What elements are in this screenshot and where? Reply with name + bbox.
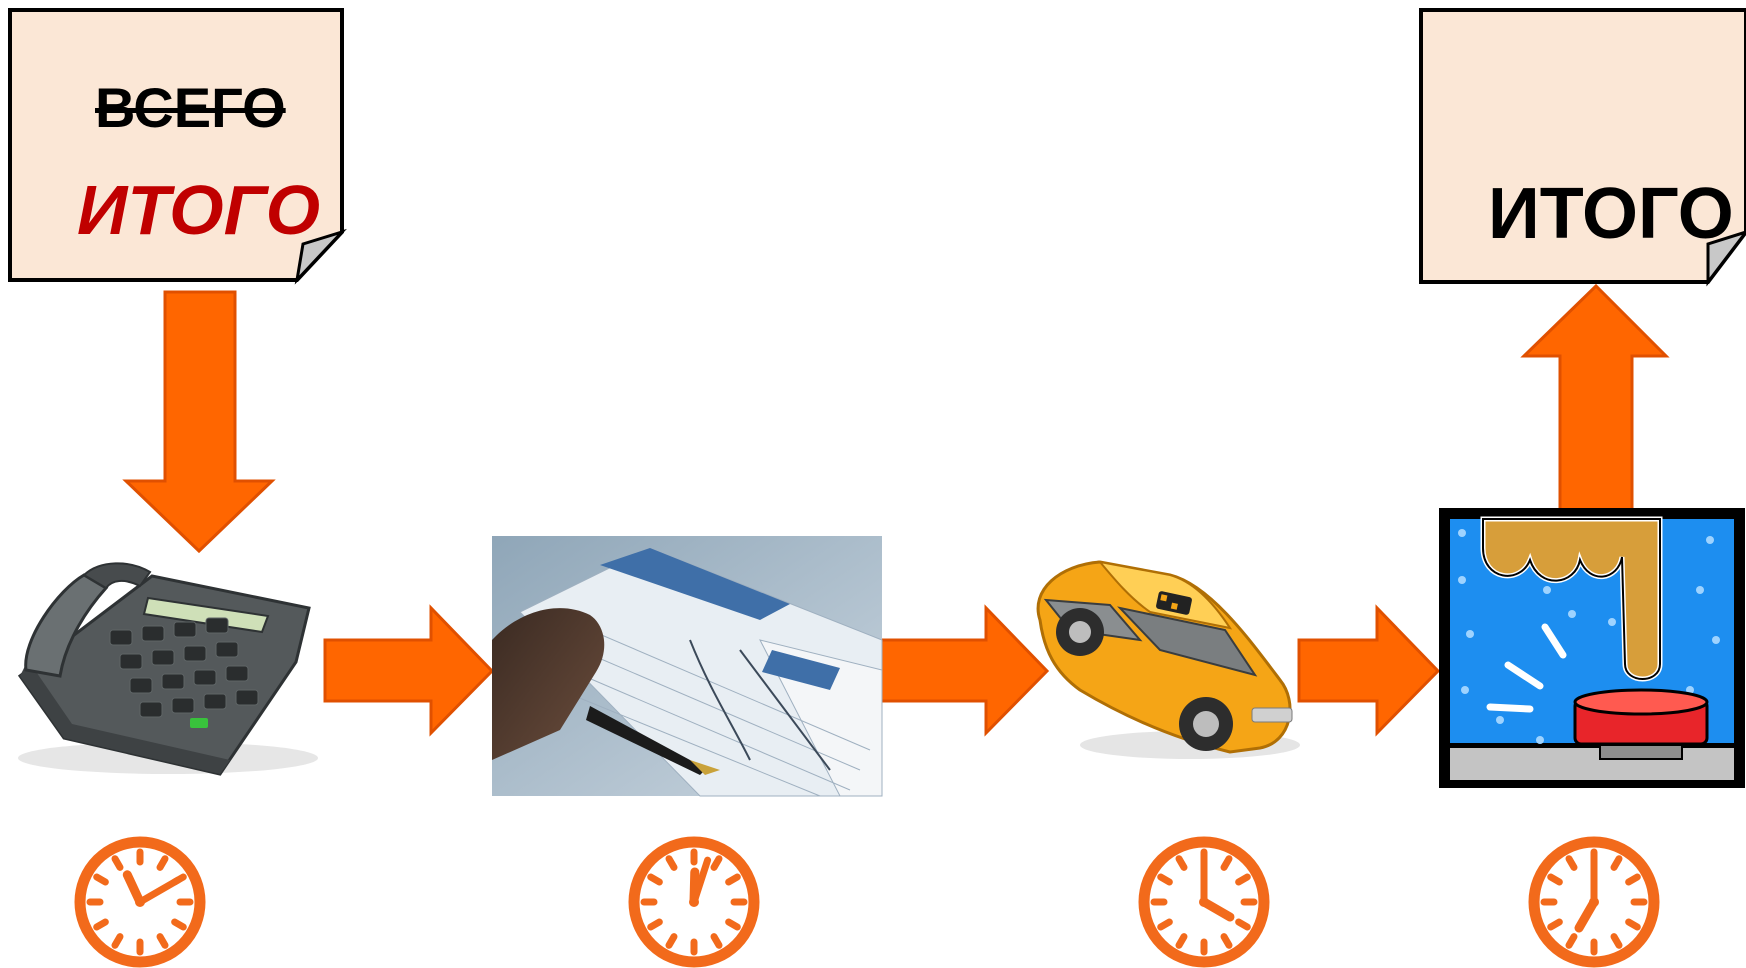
up-arrow [1524,286,1666,510]
press-button-icon [1439,508,1745,788]
taxi-icon [1038,562,1300,759]
telephone-icon [18,563,318,774]
right-arrow-3 [1299,608,1438,733]
clock-button-icon [1534,842,1654,962]
right-arrow-1 [325,608,492,733]
result-word-left: ИТОГО [77,175,320,245]
form-writing-photo [492,536,882,796]
right-arrow-2 [880,608,1047,733]
clock-taxi-icon [1144,842,1264,962]
clock-phone-icon [80,842,200,962]
struck-word: ВСЕГО [95,80,286,136]
clock-form-icon [634,842,754,962]
result-word-right: ИТОГО [1488,178,1734,250]
down-arrow [126,292,272,551]
